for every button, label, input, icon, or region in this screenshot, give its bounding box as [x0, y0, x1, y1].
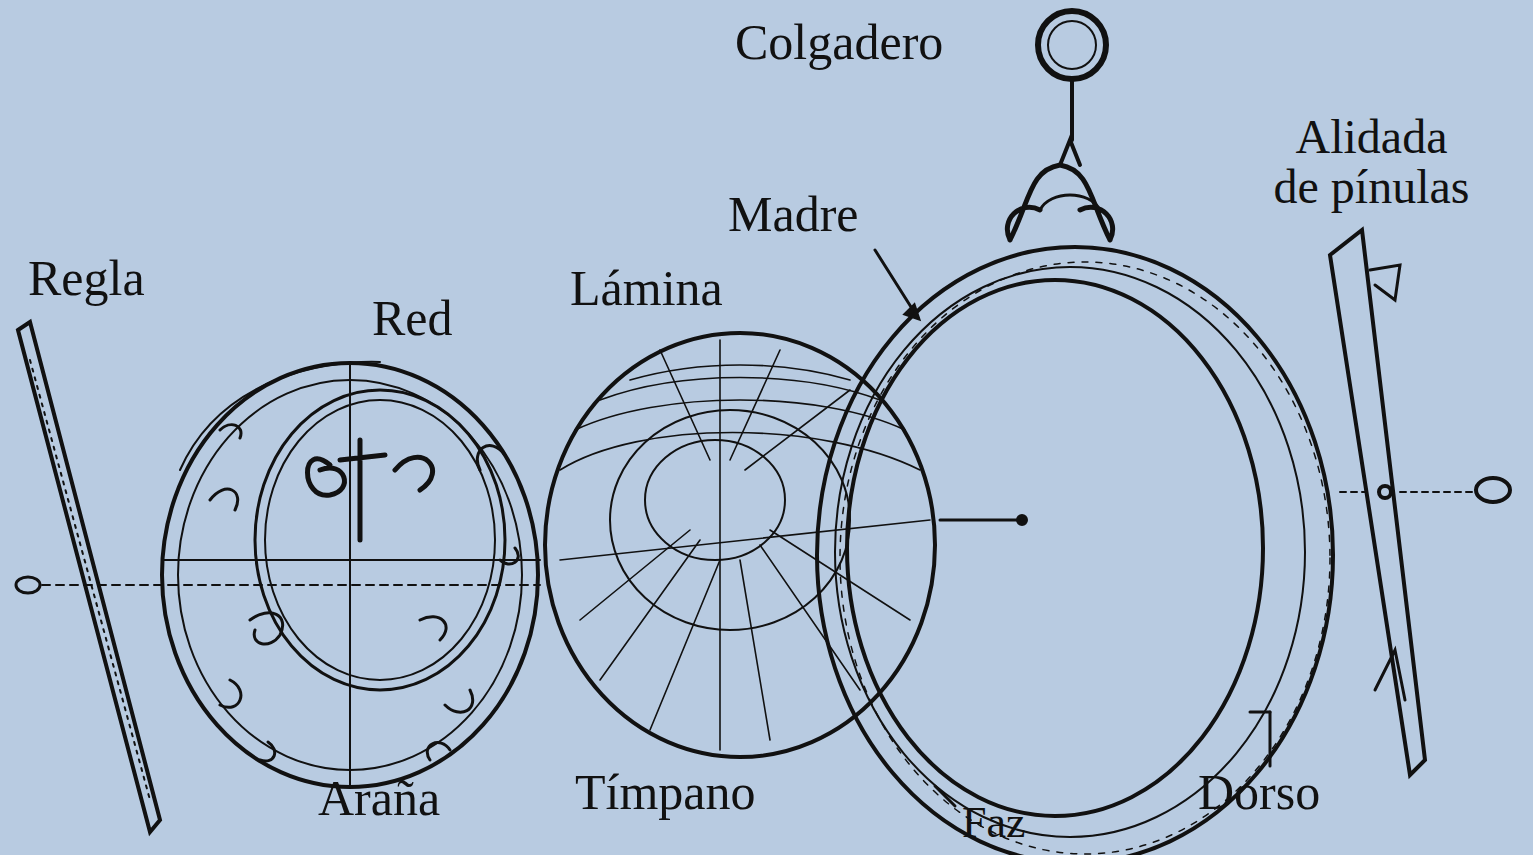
part-label: Faz — [962, 800, 1026, 846]
rule — [16, 322, 170, 832]
part-label: Red — [372, 292, 453, 345]
part-label: Madre — [728, 188, 859, 241]
part-label: Alidada de pínulas — [1270, 112, 1473, 213]
part-label: Regla — [28, 252, 145, 305]
plate — [545, 333, 1026, 757]
rete — [162, 362, 540, 787]
part-label: Lámina — [570, 262, 723, 315]
mater — [817, 11, 1333, 855]
alidade — [1330, 230, 1510, 775]
part-label: Dorso — [1198, 766, 1320, 819]
part-label: Araña — [318, 772, 440, 825]
part-label: Colgadero — [735, 16, 943, 69]
part-label: Tímpano — [575, 766, 756, 819]
